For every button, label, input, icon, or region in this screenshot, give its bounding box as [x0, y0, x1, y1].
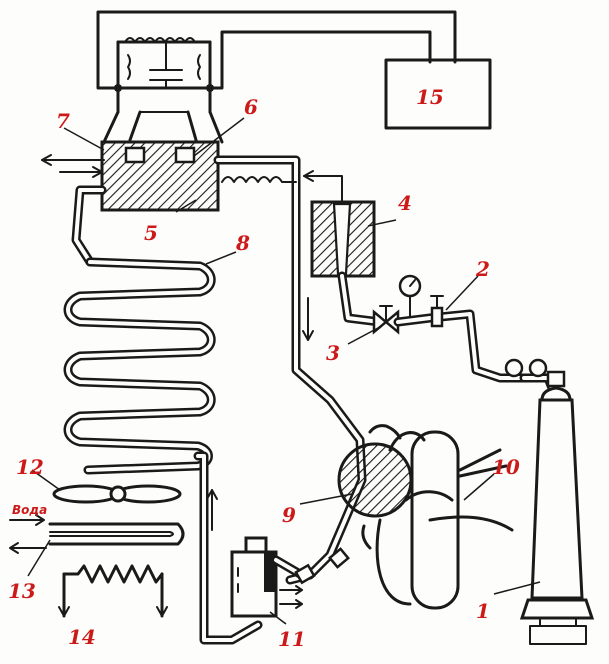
- inlet-arrow: [303, 170, 343, 203]
- label-12: 12: [16, 455, 44, 479]
- label-10: 10: [492, 455, 520, 479]
- leader-lines: [27, 117, 541, 625]
- label-water: Вода: [12, 503, 47, 517]
- flow-arrow-up: [206, 489, 218, 531]
- storage-vessel: [375, 430, 514, 610]
- label-4: 4: [398, 191, 412, 215]
- label-11: 11: [278, 627, 306, 651]
- pipe-valve-to-cylinder: [393, 309, 561, 403]
- coolant-flow-arrows: [41, 154, 105, 178]
- heat-exchanger-coil: [63, 257, 216, 475]
- reaction-vessel: [337, 424, 413, 550]
- pressure-gauge: [398, 274, 422, 317]
- label-9: 9: [282, 503, 296, 527]
- pipe-block-to-coil: [71, 185, 107, 267]
- control-wiring: [96, 10, 457, 90]
- label-8: 8: [235, 231, 250, 255]
- shutoff-valve: [430, 295, 444, 328]
- separator-block: [310, 200, 376, 278]
- label-5: 5: [144, 221, 158, 245]
- label-1: 1: [476, 599, 490, 623]
- cooling-fan: [52, 484, 182, 504]
- electric-heater: [58, 564, 168, 618]
- label-13: 13: [8, 579, 36, 603]
- label-14: 14: [68, 625, 96, 649]
- label-2: 2: [475, 257, 490, 281]
- power-supply-circuit: [102, 37, 224, 144]
- component-labels: 7 6 5 8 4 2 3 15 9 10 11 1 12 13 14 Вода: [8, 85, 520, 651]
- pipe-fittings: [294, 547, 350, 585]
- label-3: 3: [326, 341, 340, 365]
- pipe-coil-to-pump: [193, 451, 263, 645]
- label-6: 6: [244, 95, 258, 119]
- pipe-separator-to-valve: [337, 271, 385, 327]
- label-7: 7: [56, 109, 70, 133]
- heated-chamber-block: [100, 140, 220, 212]
- water-cooling-loop: [9, 514, 185, 554]
- control-unit-box: [384, 58, 492, 130]
- circulation-pump: [230, 536, 305, 618]
- gas-cylinder: [519, 386, 595, 645]
- flow-arrow-down: [302, 297, 314, 341]
- label-15: 15: [416, 85, 444, 109]
- cylinder-regulator: [504, 358, 566, 388]
